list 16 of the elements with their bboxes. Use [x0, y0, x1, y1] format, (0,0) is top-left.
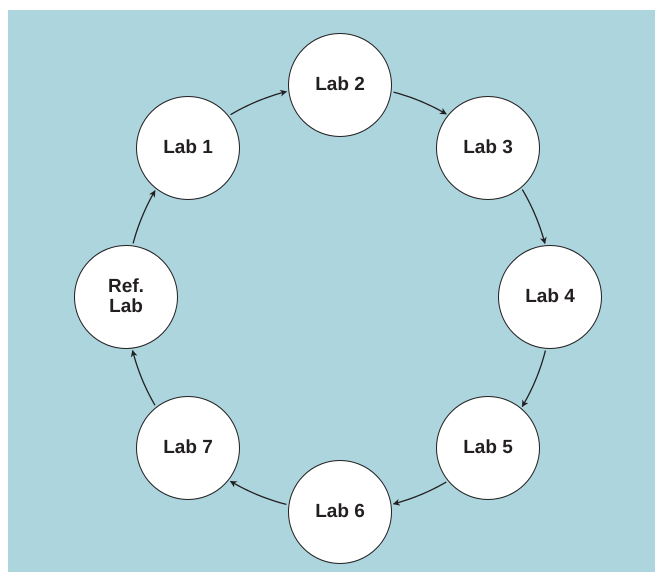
arrow: [393, 91, 447, 115]
arrow: [130, 350, 156, 406]
arrow: [522, 189, 547, 244]
arrow: [230, 90, 288, 116]
arrow: [392, 481, 447, 506]
arrow: [522, 350, 546, 408]
lab-label: Lab 4: [525, 287, 575, 307]
lab-label: Lab 2: [315, 75, 365, 95]
lab-label: Lab 5: [463, 438, 513, 458]
lab-label: Lab 7: [163, 438, 213, 458]
lab-label: Lab 3: [463, 138, 513, 158]
lab-label: Lab 6: [315, 502, 365, 522]
arrow: [230, 480, 287, 506]
arrow: [132, 190, 156, 244]
lab-label: Lab 1: [163, 138, 213, 158]
lab-label: Ref. Lab: [107, 277, 145, 317]
